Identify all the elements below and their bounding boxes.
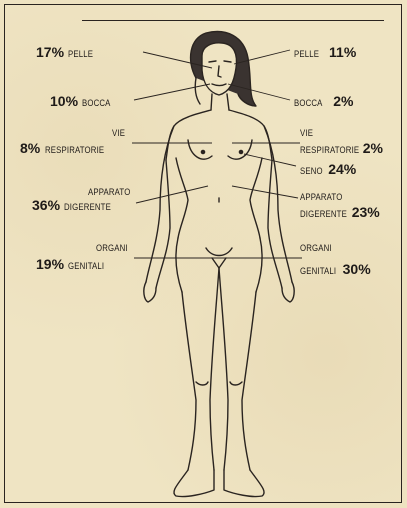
- left-apparato-text: DIGERENTE: [64, 203, 111, 213]
- hips: [176, 238, 262, 292]
- right-apparato-word-top: APPARATO: [300, 193, 342, 203]
- left-bocca-text: BOCCA: [82, 99, 111, 109]
- right-vie-text: RESPIRATORIE: [300, 146, 359, 156]
- left-apparato-label-top: APPARATO: [88, 188, 140, 198]
- torso-outline: [166, 110, 272, 160]
- left-vie-word-top: VIE: [112, 129, 125, 139]
- left-vie-percent: 8%: [20, 140, 40, 156]
- left-bocca-percent: 10%: [50, 93, 78, 109]
- right-leg: [219, 268, 256, 470]
- left-organi-label-top: ORGANI: [96, 244, 135, 254]
- right-apparato-label: DIGERENTE 23%: [300, 205, 380, 221]
- right-arm: [264, 126, 292, 288]
- left-organi-word-top: ORGANI: [96, 244, 128, 254]
- pointer-right-seno: [244, 154, 296, 166]
- left-foot: [174, 470, 214, 497]
- right-apparato-percent: 23%: [352, 204, 380, 220]
- pointer-left-apparato: [136, 186, 208, 203]
- left-pelle-percent: 17%: [36, 44, 64, 60]
- left-pelle-label: 17% PELLE: [36, 45, 99, 61]
- right-apparato-text: DIGERENTE: [300, 210, 347, 220]
- pointer-right-apparato: [232, 186, 298, 198]
- right-organi-text: GENITALI: [300, 267, 336, 277]
- right-seno-percent: 24%: [328, 161, 356, 177]
- left-apparato-word-top: APPARATO: [88, 188, 130, 198]
- left-leg: [182, 268, 219, 470]
- left-organi-text: GENITALI: [68, 262, 104, 272]
- right-organi-word-top: ORGANI: [300, 244, 332, 254]
- right-vie-percent: 2%: [363, 140, 383, 156]
- left-vie-label: 8% RESPIRATORIE: [20, 141, 117, 157]
- right-pelle-text: PELLE: [294, 50, 319, 60]
- right-vie-word-top: VIE: [300, 129, 313, 139]
- left-apparato-label: 36% DIGERENTE: [32, 198, 122, 214]
- right-pelle-label: PELLE 11%: [294, 45, 356, 61]
- right-pelle-percent: 11%: [329, 44, 356, 60]
- right-organi-label: GENITALI 30%: [300, 262, 371, 278]
- left-organi-label: 19% GENITALI: [36, 257, 113, 273]
- left-organi-percent: 19%: [36, 256, 64, 272]
- left-arm: [146, 126, 174, 288]
- left-vie-label-top: VIE: [112, 129, 128, 139]
- left-vie-text: RESPIRATORIE: [45, 146, 104, 156]
- right-seno-text: SENO: [300, 167, 323, 177]
- right-apparato-label-top: APPARATO: [300, 193, 352, 203]
- right-bocca-percent: 2%: [333, 93, 353, 109]
- pointer-left-bocca: [134, 84, 210, 100]
- right-organi-percent: 30%: [343, 261, 371, 277]
- left-apparato-percent: 36%: [32, 197, 60, 213]
- right-vie-label-top: VIE: [300, 129, 316, 139]
- right-foot: [224, 470, 264, 497]
- right-bocca-text: BOCCA: [294, 99, 323, 109]
- right-seno-label: SENO 24%: [300, 162, 356, 178]
- left-bocca-label: 10% BOCCA: [50, 94, 117, 110]
- right-vie-label: RESPIRATORIE 2%: [300, 141, 383, 157]
- right-organi-label-top: ORGANI: [300, 244, 339, 254]
- right-bocca-label: BOCCA 2%: [294, 94, 353, 110]
- left-pelle-text: PELLE: [68, 50, 93, 60]
